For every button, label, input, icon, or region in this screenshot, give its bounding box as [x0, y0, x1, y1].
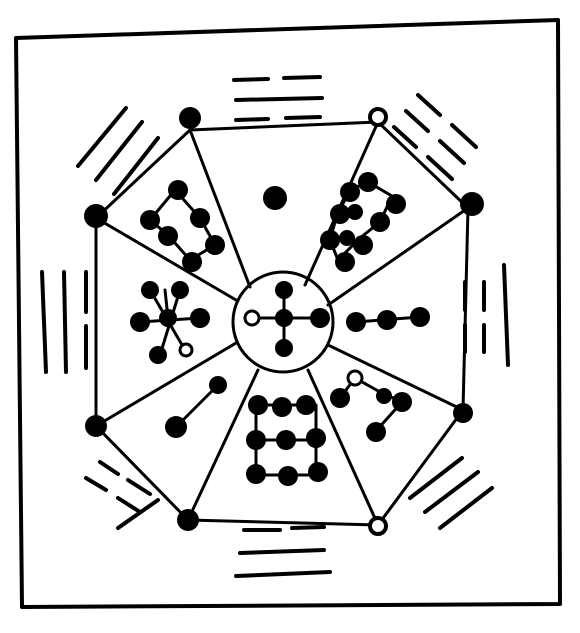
- trigram-left: [40, 270, 88, 374]
- trigram-bottom-right: [408, 456, 494, 530]
- trigram-top-right: [392, 93, 478, 181]
- spokes: [94, 120, 470, 527]
- trigram-top: [232, 75, 324, 122]
- outer-frame: [14, 18, 562, 609]
- vertex-hollow-n: [368, 107, 388, 127]
- sector-top-right-dots: [320, 172, 406, 272]
- trigram-top-left: [76, 106, 160, 196]
- vertex-dot-sw: [177, 509, 199, 531]
- sector-top-dot: [263, 186, 287, 210]
- vertex-dot-nw: [179, 107, 201, 129]
- vertex-dot-e: [460, 192, 484, 216]
- sector-right-dots: [346, 307, 430, 332]
- trigram-right: [463, 263, 510, 367]
- sector-bottom-left-dots: [165, 376, 227, 438]
- vertex-dot-se: [453, 403, 473, 423]
- sector-bottom-right-dots: [330, 369, 412, 442]
- center-dots: [243, 281, 330, 357]
- vertex-hollow-s: [368, 516, 388, 536]
- trigram-bottom: [234, 525, 332, 578]
- vertex-dot-w: [85, 415, 107, 437]
- center-circle: [231, 270, 335, 374]
- sector-top-left-dots: [140, 180, 225, 272]
- vertex-dot-w2: [84, 204, 108, 228]
- sector-left-dots: [130, 281, 210, 364]
- vertex-marks: [84, 107, 484, 536]
- trigram-bottom-left: [84, 460, 160, 530]
- sector-bottom-dots: [246, 395, 328, 486]
